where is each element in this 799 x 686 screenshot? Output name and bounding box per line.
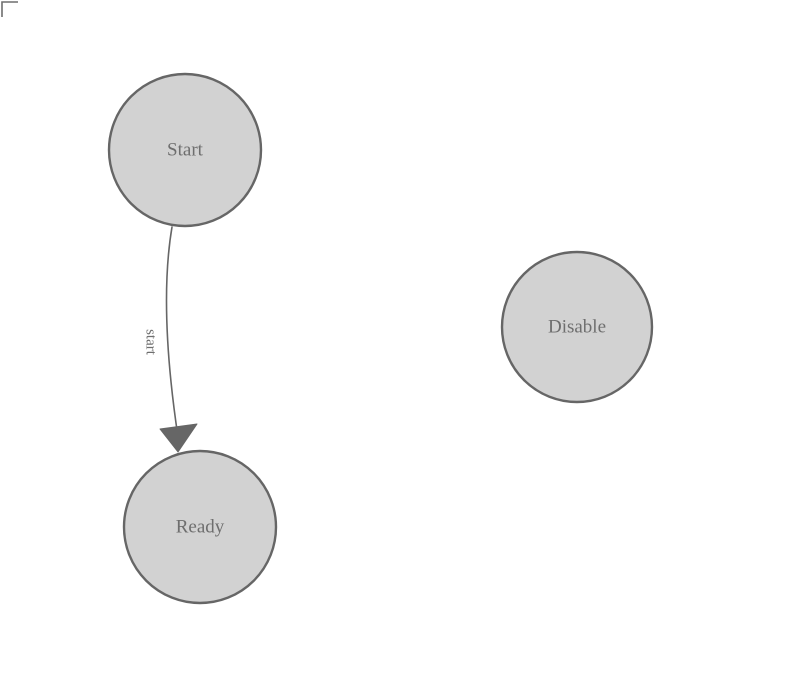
node-disable-label: Disable (548, 316, 606, 337)
node-start-shape[interactable] (107, 72, 263, 228)
edge-start-to-ready[interactable]: start (143, 226, 198, 453)
node-start[interactable]: Start (107, 72, 263, 228)
edge-line (165, 226, 179, 438)
canvas-corner-mark (1, 1, 18, 17)
node-ready[interactable]: Ready (122, 449, 278, 605)
node-ready-label: Ready (176, 516, 225, 537)
node-disable-shape[interactable] (500, 250, 654, 404)
arrowhead-icon (159, 423, 198, 453)
node-ready-shape[interactable] (122, 449, 278, 605)
node-disable[interactable]: Disable (500, 250, 654, 404)
edge-label-start: start (143, 329, 159, 356)
node-start-label: Start (167, 139, 204, 160)
